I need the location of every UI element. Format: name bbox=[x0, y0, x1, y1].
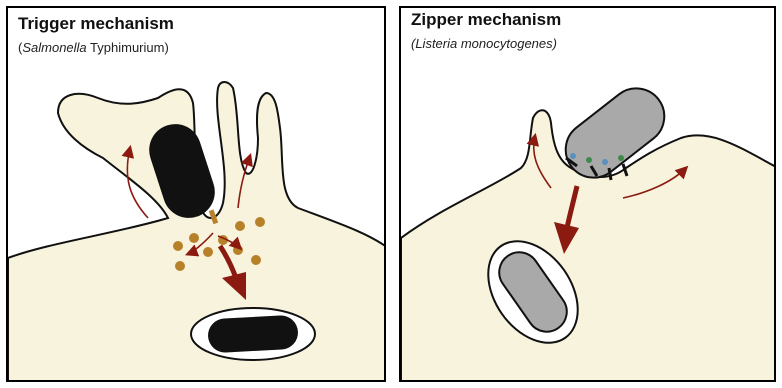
internalized-bacterium bbox=[207, 315, 299, 354]
zipper-mechanism-panel: Zipper mechanism (Listeria monocytogenes… bbox=[399, 6, 776, 382]
trigger-mechanism-panel: Trigger mechanism (Salmonella Typhimuriu… bbox=[6, 6, 386, 382]
trigger-illustration bbox=[8, 8, 386, 382]
zipper-illustration bbox=[401, 8, 776, 382]
